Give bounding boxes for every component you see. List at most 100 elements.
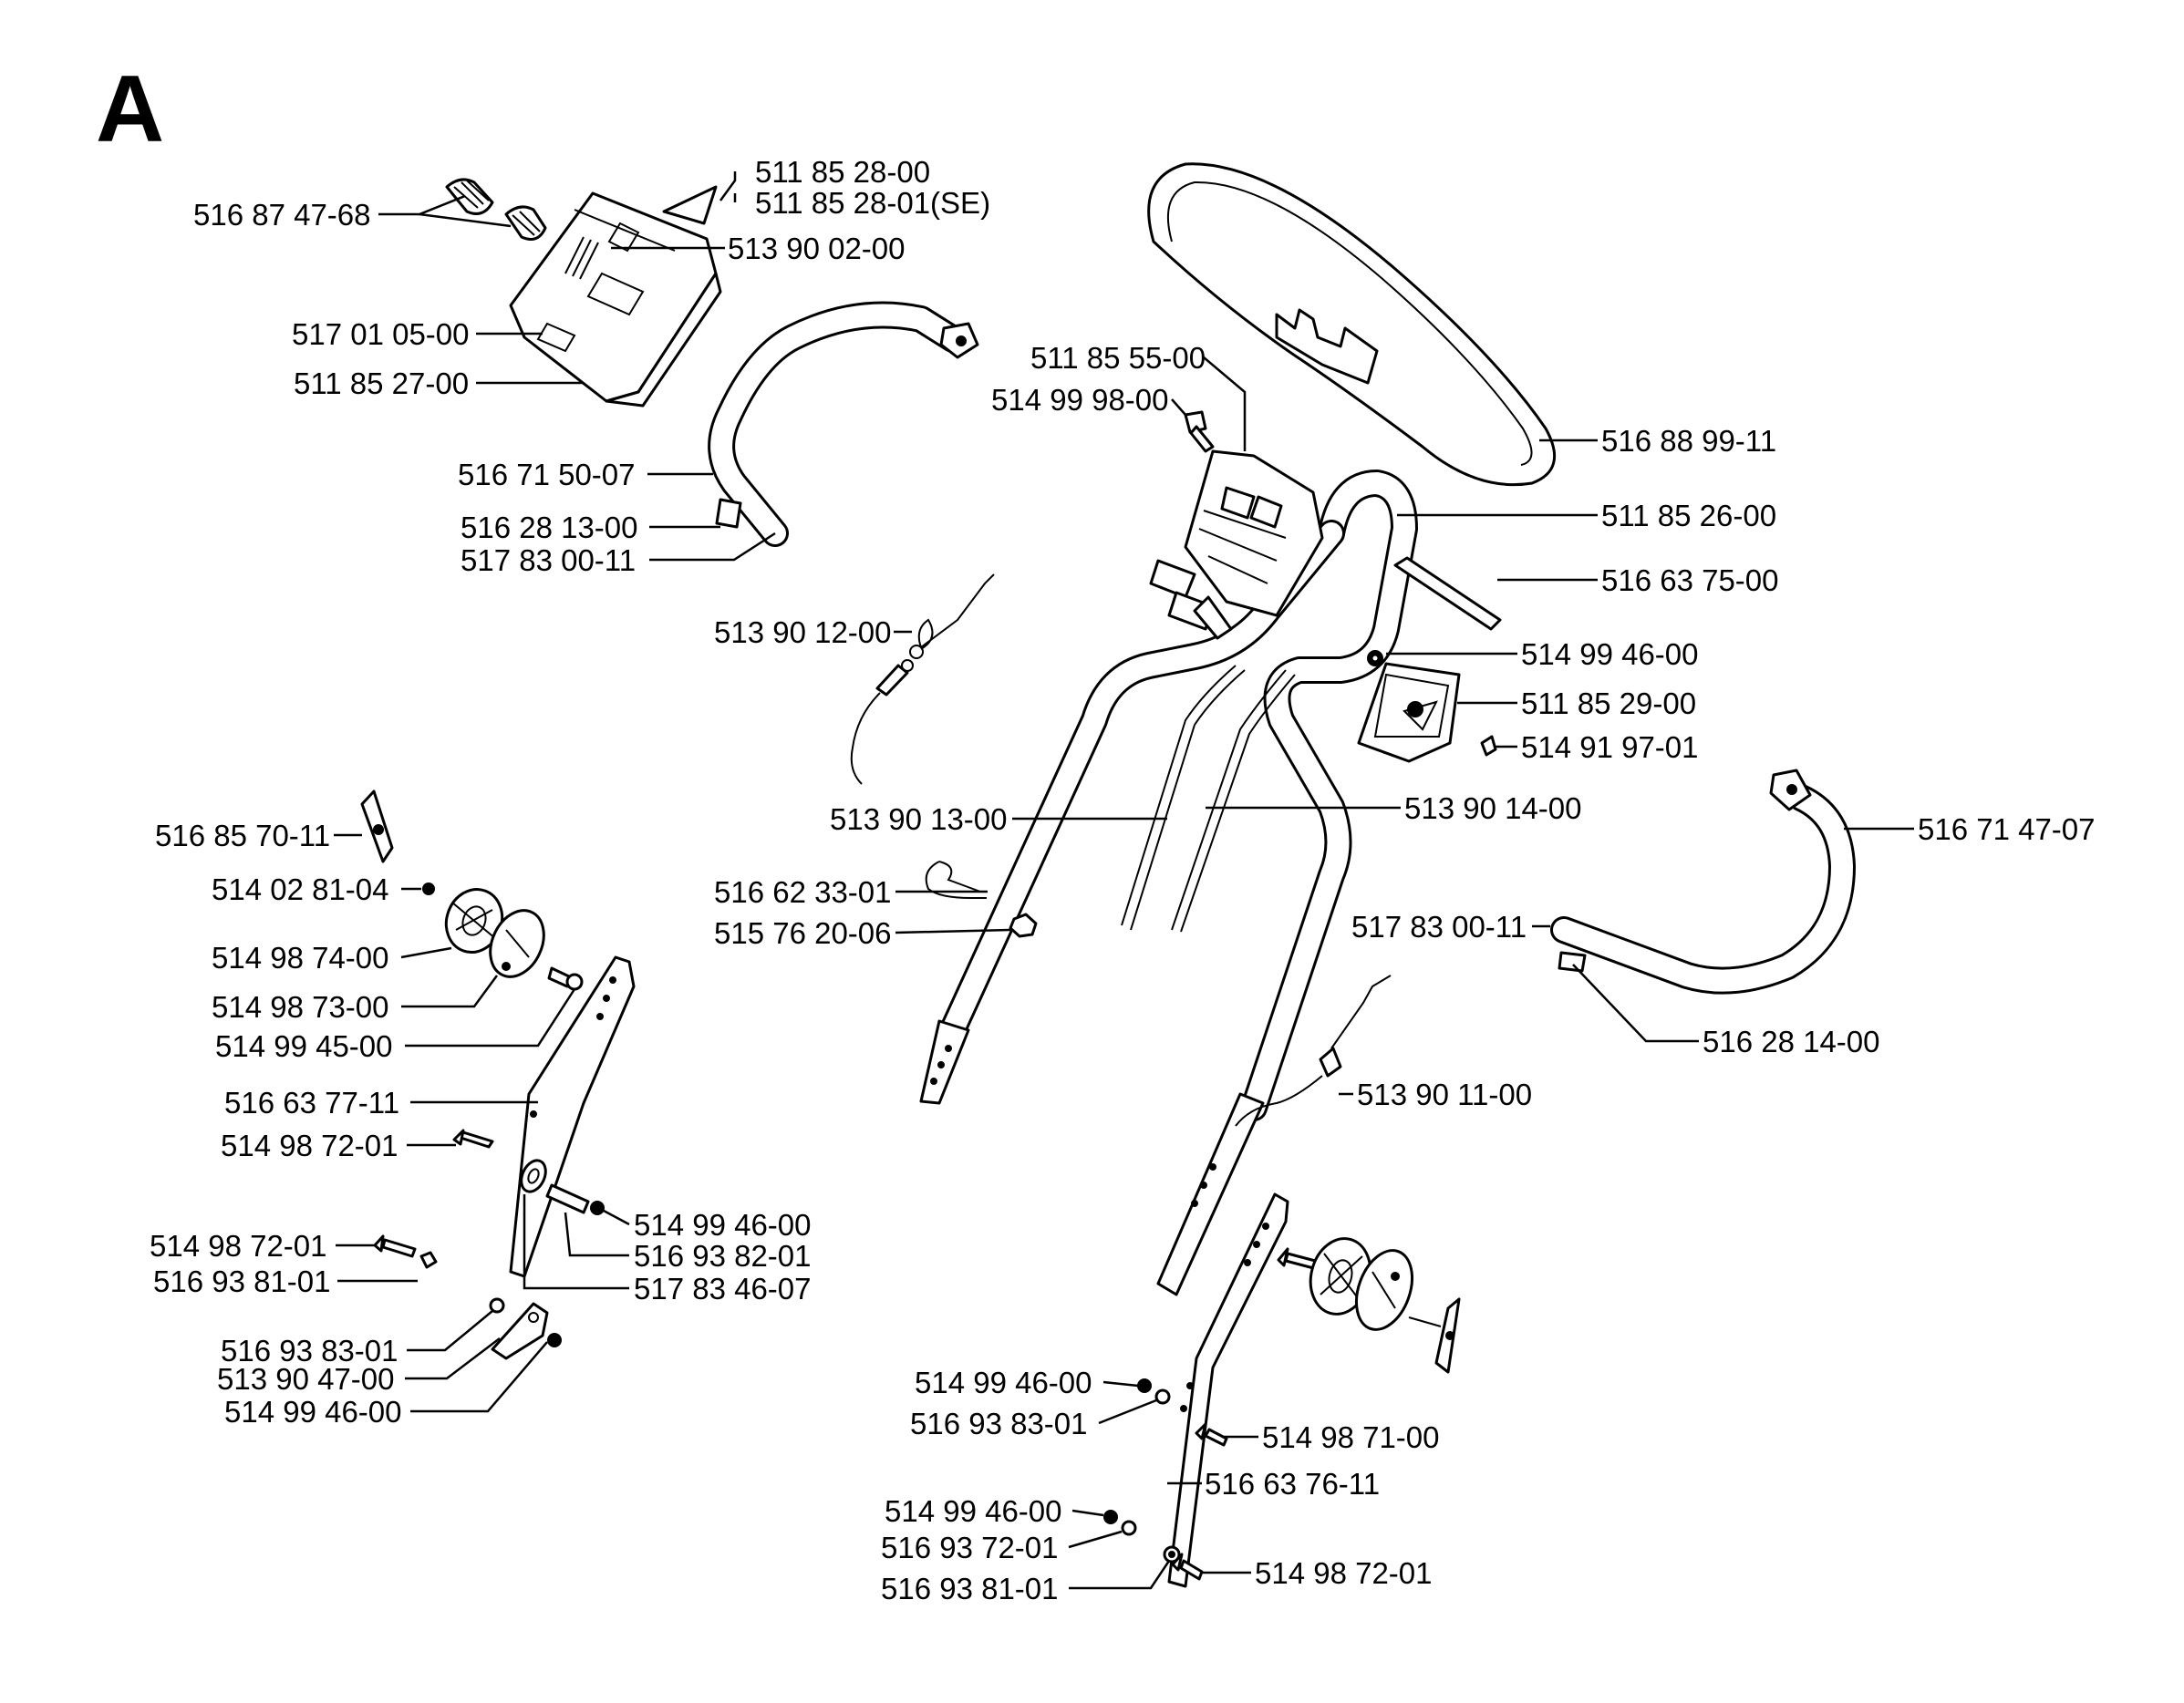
left-tube-label-tag	[715, 498, 742, 529]
left-bolt-lower	[373, 1234, 417, 1258]
part-number-callout: 514 99 46-00	[885, 1494, 1062, 1528]
right-upper-washer	[1154, 1388, 1171, 1405]
leader-line	[1069, 1560, 1171, 1590]
leader-line	[410, 1341, 548, 1413]
leader-line	[1171, 398, 1186, 416]
leader-line	[603, 1209, 630, 1226]
part-number-callout: 516 93 83-01	[910, 1407, 1088, 1440]
part-number-callout: 511 85 28-00	[755, 155, 930, 189]
part-number-callout: 516 71 50-07	[458, 458, 636, 491]
part-number-callout: 513 90 02-00	[728, 232, 906, 265]
part-number-callout: 515 76 20-06	[714, 916, 892, 950]
part-number-callout: 514 99 46-00	[915, 1366, 1092, 1399]
left-lower-nut	[419, 1251, 438, 1269]
left-upper-handle-tube	[708, 301, 979, 547]
part-number-callout: 513 90 11-00	[1357, 1078, 1532, 1111]
part-number-callout: 516 71 47-07	[1918, 812, 2096, 846]
leader-line	[405, 988, 576, 1048]
left-washer	[422, 882, 435, 895]
leader-line	[1203, 356, 1247, 451]
leader-line	[1102, 1380, 1139, 1388]
leader-line	[1098, 1399, 1157, 1425]
leader-line	[895, 928, 1011, 934]
lower-cable	[1235, 975, 1392, 1127]
right-lower-washer	[1121, 1520, 1137, 1536]
part-number-callout: 513 90 14-00	[1404, 791, 1582, 825]
left-clip-plate	[491, 1302, 549, 1360]
part-number-callout: 516 88 99-11	[1601, 424, 1776, 458]
cross-rod	[1393, 556, 1502, 631]
left-clip-nut	[547, 1333, 562, 1347]
switch-housing	[1357, 662, 1461, 763]
part-number-callout: 516 87 47-68	[193, 198, 371, 232]
left-lower-handle	[509, 955, 636, 1278]
control-box-cover	[509, 191, 722, 408]
part-number-callout: 516 28 13-00	[461, 511, 638, 544]
right-bolt-lower	[1171, 1553, 1204, 1581]
part-number-callout: 514 99 46-00	[224, 1395, 402, 1429]
part-number-callout: 516 63 77-11	[224, 1086, 399, 1120]
part-number-callout: 516 93 81-01	[881, 1572, 1059, 1605]
right-lower-nut	[1103, 1510, 1118, 1524]
part-number-callout: 516 62 33-01	[714, 875, 892, 909]
leader-line	[401, 975, 499, 1008]
part-number-callout: 513 90 12-00	[714, 615, 892, 649]
leader-lines	[334, 171, 1914, 1590]
hairpin-clip	[925, 861, 987, 899]
left-wing-knob	[360, 790, 394, 863]
cable-bracket	[1149, 449, 1324, 640]
left-knob-disc	[489, 909, 545, 978]
left-ring	[520, 1159, 547, 1193]
part-number-callout: 511 85 55-00	[1030, 341, 1206, 375]
leader-line	[564, 1212, 629, 1257]
left-spacer-nut	[590, 1201, 605, 1215]
left-pin	[547, 966, 584, 991]
part-number-callout: 517 83 46-07	[634, 1272, 812, 1306]
handle-grip-bar	[1147, 162, 1557, 487]
switch-screw	[1480, 735, 1497, 757]
part-number-callout: 516 28 14-00	[1703, 1025, 1880, 1058]
leader-line	[719, 171, 737, 201]
switch-nut	[1367, 650, 1383, 666]
right-lower-handle	[1167, 1192, 1289, 1588]
part-number-callout: 514 98 73-00	[212, 990, 389, 1024]
right-tube-label-tag	[1558, 951, 1587, 973]
part-number-callout: 511 85 29-00	[1521, 686, 1696, 720]
part-number-callout: 517 01 05-00	[292, 317, 470, 351]
leader-line	[407, 1310, 493, 1352]
right-knob-shaft	[1408, 1316, 1442, 1327]
small-nut	[1009, 913, 1038, 938]
part-number-callout: 511 85 26-00	[1601, 499, 1776, 532]
left-small-washer	[489, 1297, 505, 1314]
leader-line	[649, 532, 776, 562]
part-number-callout: 516 93 81-01	[153, 1264, 331, 1298]
throttle-cable	[850, 573, 995, 785]
part-number-callout: 516 85 70-11	[155, 819, 330, 852]
part-number-callout: 517 83 00-11	[1351, 910, 1527, 944]
part-number-callout: 514 91 97-01	[1521, 730, 1699, 764]
right-bolt-middle	[1195, 1422, 1228, 1447]
part-number-callout: 514 99 46-00	[634, 1208, 812, 1242]
part-number-callout: 514 99 45-00	[215, 1029, 393, 1063]
part-number-callout: 516 63 75-00	[1601, 563, 1779, 597]
part-number-callout: 511 85 28-01(SE)	[755, 186, 990, 220]
part-number-callout: 516 93 83-01	[221, 1334, 399, 1368]
grip-sleeves	[445, 178, 547, 241]
right-bottom-washer	[1163, 1545, 1181, 1564]
right-knob-disc	[1355, 1249, 1413, 1331]
section-letter: A	[96, 57, 164, 162]
control-cables	[1121, 665, 1296, 933]
leader-line	[405, 1337, 501, 1380]
right-wing-knob	[1434, 1297, 1461, 1374]
part-number-callout: 514 98 72-01	[150, 1229, 327, 1263]
main-upper-handle-frame	[919, 470, 1418, 1296]
leader-line	[1071, 1509, 1104, 1517]
right-upper-nut	[1137, 1378, 1152, 1393]
part-number-callout: 514 98 74-00	[212, 941, 389, 975]
part-number-callout: 513 90 47-00	[217, 1362, 395, 1396]
leader-line	[523, 1194, 629, 1290]
leader-line	[378, 194, 466, 216]
part-number-callout: 514 98 72-01	[1255, 1556, 1433, 1590]
